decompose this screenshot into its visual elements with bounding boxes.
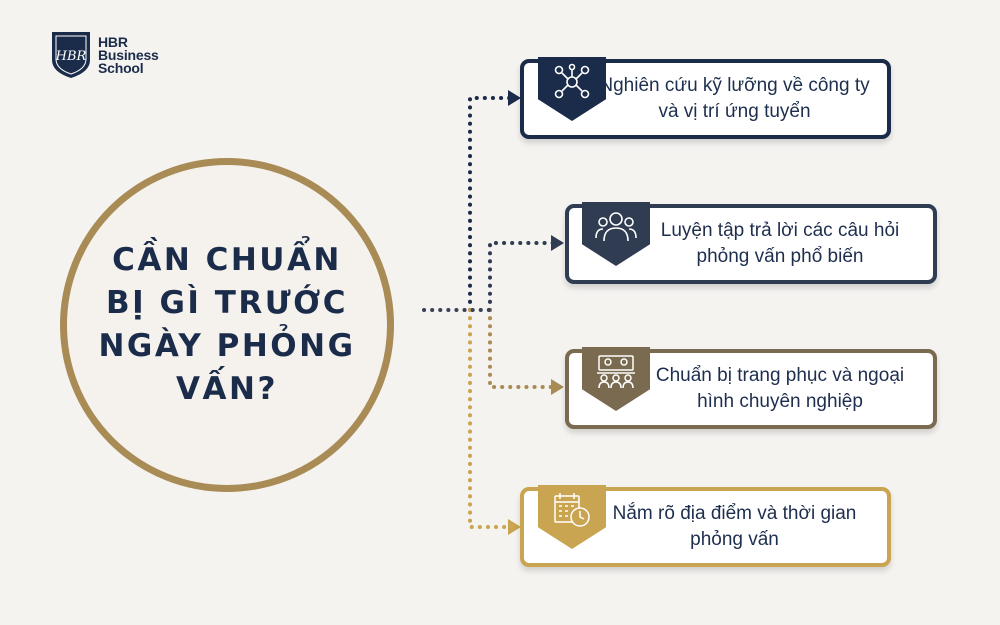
connector-4 [468, 308, 514, 529]
item-card-4: Nắm rõ địa điểm và thời gian phỏng vấn [520, 485, 891, 567]
brand-name-line2: Business [98, 46, 159, 63]
brand-name: HBR Business School [98, 33, 159, 76]
connector-2 [488, 241, 557, 312]
network-people-icon [554, 63, 590, 99]
connector-3 [488, 308, 557, 389]
arrow-1 [508, 90, 521, 106]
item-text-1: Nghiên cứu kỹ lưỡng về công ty và vị trí… [599, 75, 870, 122]
arrow-2 [551, 235, 564, 251]
arrow-4 [508, 519, 521, 535]
shield-logo-icon: HBR [52, 32, 90, 78]
group-people-icon [595, 212, 637, 242]
calendar-clock-icon [554, 493, 590, 527]
brand-name-line3: School [98, 59, 144, 76]
item-text-3: Chuẩn bị trang phục và ngoại hình chuyên… [655, 365, 905, 412]
interview-panel-icon [597, 355, 635, 389]
center-circle: CẦN CHUẨN BỊ GÌ TRƯỚC NGÀY PHỎNG VẤN? [60, 158, 394, 492]
item-text-4: Nắm rõ địa điểm và thời gian phỏng vấn [612, 503, 857, 550]
item-card-2: Luyện tập trả lời các câu hỏi phỏng vấn … [565, 202, 937, 284]
brand-name-line1: HBR [98, 33, 128, 50]
connector-1 [468, 96, 514, 312]
arrow-3 [551, 379, 564, 395]
badge-1 [538, 57, 606, 121]
center-title: CẦN CHUẨN BỊ GÌ TRƯỚC NGÀY PHỎNG VẤN? [98, 242, 356, 407]
item-card-3: Chuẩn bị trang phục và ngoại hình chuyên… [565, 347, 937, 429]
logo-monogram: HBR [55, 49, 87, 64]
brand-logo: HBR HBR Business School [50, 30, 159, 80]
item-card-1: Nghiên cứu kỹ lưỡng về công ty và vị trí… [520, 57, 891, 139]
item-text-2: Luyện tập trả lời các câu hỏi phỏng vấn … [660, 220, 900, 267]
